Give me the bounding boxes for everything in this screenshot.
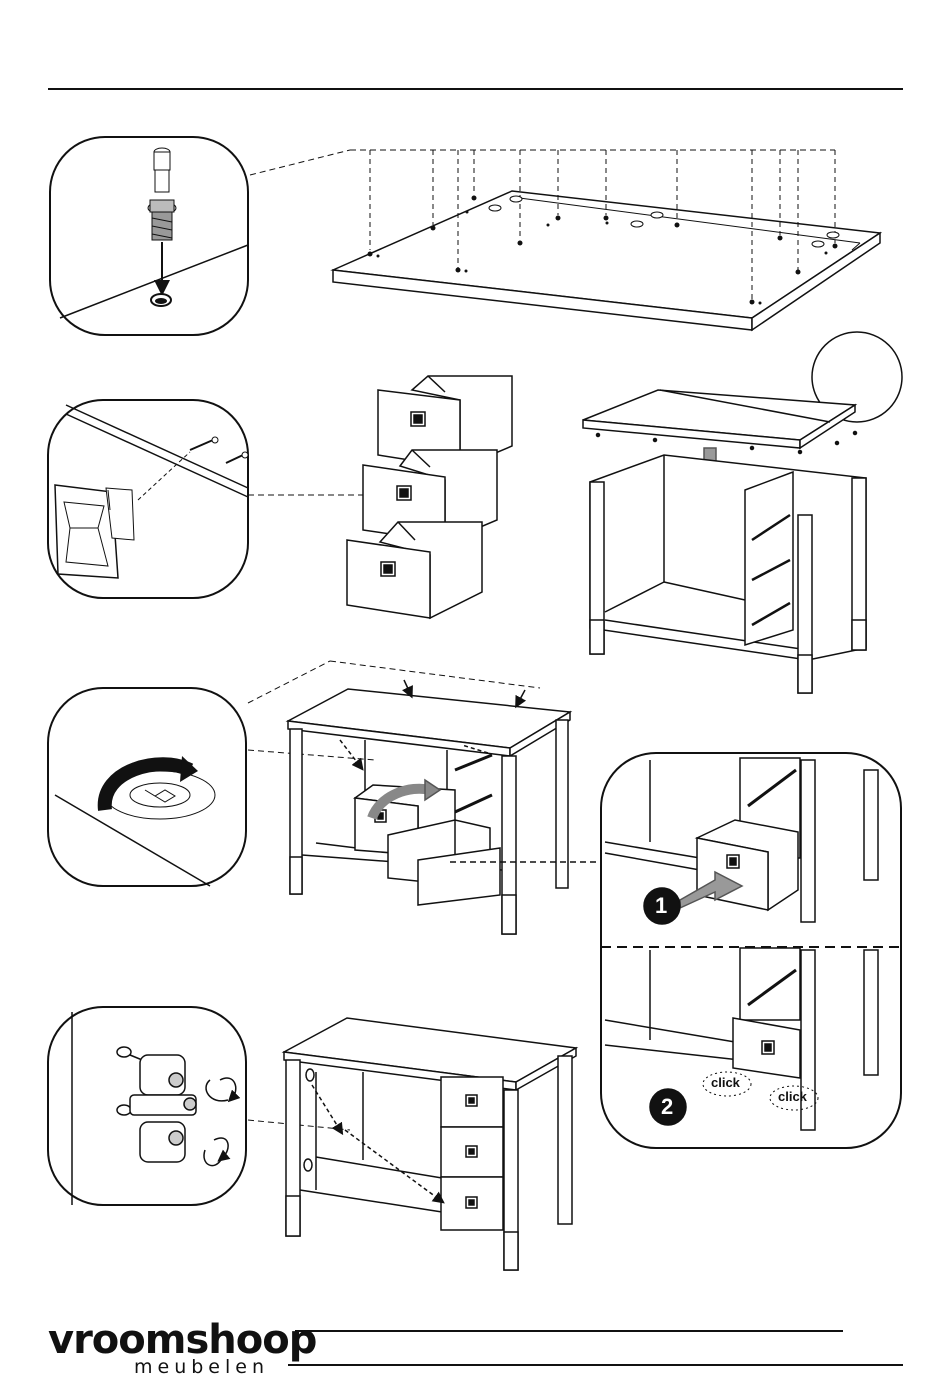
click-label-left: click (711, 1075, 740, 1090)
top-panel (333, 150, 880, 330)
step2-number: 2 (661, 1094, 673, 1120)
click-label-right: click (778, 1089, 807, 1104)
brand-subtitle: meubelen (134, 1356, 269, 1378)
cabinet-assembly (583, 332, 902, 693)
rotate-detail (48, 688, 246, 886)
finished-desk (284, 1018, 576, 1270)
drawer-click-detail (601, 753, 901, 1148)
brand-logo: vroomshoop meubelen (48, 1318, 288, 1382)
leader-line (250, 150, 350, 175)
cam-bolt-detail (50, 137, 248, 335)
drawer-stack (347, 376, 512, 618)
step1-number: 1 (655, 893, 667, 919)
hinge-detail (48, 1007, 246, 1205)
desk-drawer-insertion (288, 680, 600, 934)
handle-detail (48, 400, 248, 598)
